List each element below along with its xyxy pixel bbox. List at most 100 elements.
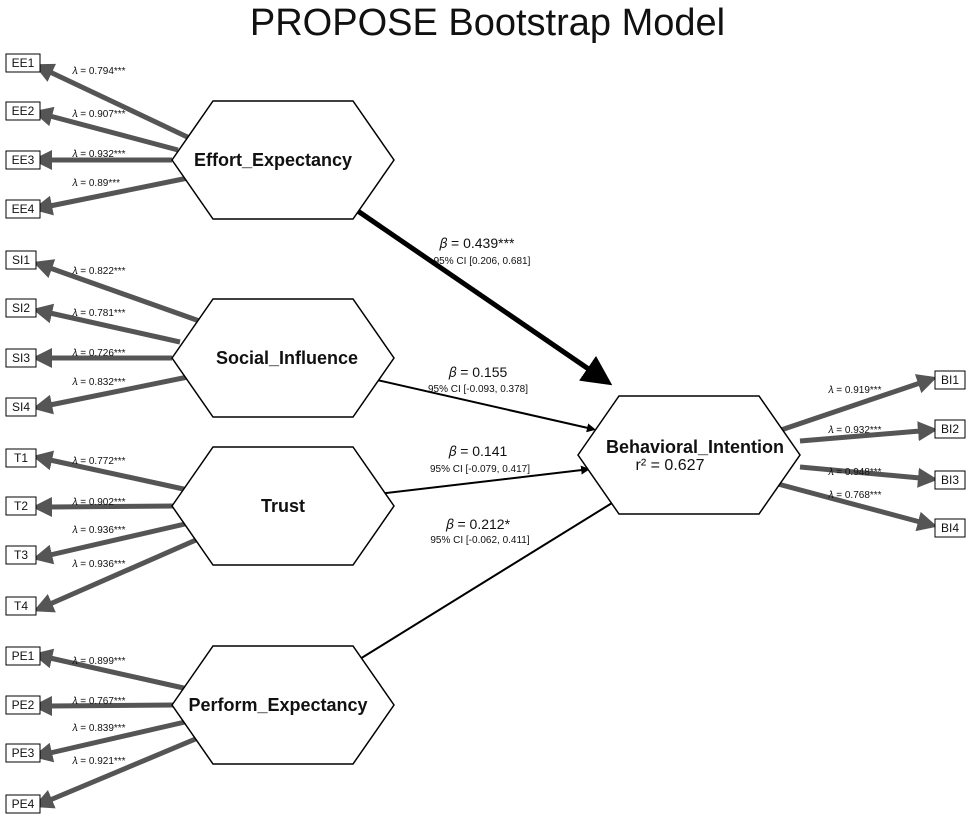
loading-arrow-si1 xyxy=(33,259,206,326)
hexagon-trust xyxy=(171,446,395,566)
indicator-label-si1: SI1 xyxy=(12,253,30,267)
path-arrow-t-bi xyxy=(377,465,591,495)
indicator-label-t3: T3 xyxy=(14,548,28,562)
loading-label-pe3: 𝜆 = 0.839*** xyxy=(72,723,126,734)
path-beta-si-bi: 𝛽 = 0.155 xyxy=(448,364,508,380)
indicator-box-ee4 xyxy=(5,199,41,219)
loading-label-si2: 𝜆 = 0.781*** xyxy=(72,308,126,319)
loading-label-t4: 𝜆 = 0.936*** xyxy=(72,559,126,570)
indicator-label-ee1: EE1 xyxy=(12,56,35,70)
loading-label-t3: 𝜆 = 0.936*** xyxy=(72,525,126,536)
loading-arrow-bi2 xyxy=(799,421,938,444)
indicator-box-si4 xyxy=(5,397,37,417)
construct-ee: Effort_Expectancy xyxy=(171,100,395,220)
hexagon-bi xyxy=(577,395,801,515)
indicator-label-t1: T1 xyxy=(14,451,28,465)
path-beta-pe-bi: 𝛽 = 0.212* xyxy=(445,516,511,532)
indicator-label-t2: T2 xyxy=(14,499,28,513)
indicator-label-pe3: PE3 xyxy=(12,746,35,760)
path-ci-pe-bi: 95% CI [-0.062, 0.411] xyxy=(430,535,530,546)
indicator-label-ee3: EE3 xyxy=(12,153,35,167)
loading-arrow-ee4 xyxy=(32,175,189,216)
indicator-label-bi1: BI1 xyxy=(941,373,959,387)
indicator-box-bi3 xyxy=(934,470,966,490)
path-arrow-ee-bi xyxy=(350,204,613,386)
loading-label-t2: 𝜆 = 0.902*** xyxy=(72,497,126,508)
ee-loadings: 𝜆 = 0.794*** 𝜆 = 0.907*** 𝜆 = 0.932*** 𝜆… xyxy=(32,63,202,216)
loading-label-t1: 𝜆 = 0.772*** xyxy=(72,456,126,467)
loading-label-si1: 𝜆 = 0.822*** xyxy=(72,266,126,277)
construct-label-bi: Behavioral_Intention xyxy=(606,437,784,457)
loading-label-pe1: 𝜆 = 0.899*** xyxy=(72,656,126,667)
path-beta-t-bi: 𝛽 = 0.141 xyxy=(448,443,508,459)
hexagon-ee xyxy=(171,100,395,220)
loading-arrow-pe2 xyxy=(32,695,176,716)
loading-label-bi4: 𝜆 = 0.768*** xyxy=(828,490,882,501)
construct-trust: Trust xyxy=(171,446,395,566)
indicator-box-bi4 xyxy=(934,518,966,538)
indicator-box-si3 xyxy=(5,348,37,368)
construct-label-pe: Perform_Expectancy xyxy=(188,695,367,715)
loading-label-pe2: 𝜆 = 0.767*** xyxy=(72,696,126,707)
t-loadings: 𝜆 = 0.772*** 𝜆 = 0.902*** 𝜆 = 0.936*** 𝜆… xyxy=(32,450,207,613)
loading-label-si3: 𝜆 = 0.726*** xyxy=(72,348,126,359)
indicator-label-si3: SI3 xyxy=(12,351,30,365)
loading-arrow-bi4 xyxy=(777,481,938,532)
loading-label-ee3: 𝜆 = 0.932*** xyxy=(72,149,126,160)
path-ci-si-bi: 95% CI [-0.093, 0.378] xyxy=(428,384,528,395)
indicator-label-si2: SI2 xyxy=(12,301,30,315)
path-arrow-si-bi xyxy=(376,379,596,433)
indicator-boxes-right: BI1 BI2 BI3 BI4 xyxy=(934,370,966,538)
indicator-box-bi2 xyxy=(934,419,966,439)
indicator-box-si1 xyxy=(5,250,37,270)
construct-label-si: Social_Influence xyxy=(216,348,358,368)
indicator-box-ee3 xyxy=(5,150,41,170)
indicator-box-pe2 xyxy=(5,695,41,715)
indicator-box-t1 xyxy=(5,448,37,468)
construct-label-ee: Effort_Expectancy xyxy=(194,150,352,170)
indicator-box-si2 xyxy=(5,298,37,318)
loading-arrow-pe1 xyxy=(32,648,189,692)
indicator-label-si4: SI4 xyxy=(12,400,30,414)
loading-arrow-si4 xyxy=(32,374,189,415)
indicator-box-t3 xyxy=(5,545,37,565)
indicator-boxes-left: EE1 EE2 EE3 EE4 SI1 SI2 SI3 SI4 T1 T2 T3… xyxy=(5,53,41,814)
construct-bi: Behavioral_Intention r² = 0.627 xyxy=(577,395,801,515)
loading-arrow-t1 xyxy=(32,450,189,493)
indicator-label-ee2: EE2 xyxy=(12,104,35,118)
indicator-label-pe2: PE2 xyxy=(12,698,35,712)
indicator-box-pe3 xyxy=(5,743,41,763)
loading-arrow-bi3 xyxy=(799,464,938,488)
loading-label-ee4: 𝜆 = 0.89*** xyxy=(72,178,120,189)
loading-label-pe4: 𝜆 = 0.921*** xyxy=(72,756,126,767)
loading-arrow-pe3 xyxy=(32,719,186,763)
loading-arrow-t2 xyxy=(32,496,176,517)
indicator-label-pe1: PE1 xyxy=(12,649,35,663)
loading-label-bi2: 𝜆 = 0.932*** xyxy=(828,425,882,436)
indicator-label-ee4: EE4 xyxy=(12,202,35,216)
indicator-label-t4: T4 xyxy=(14,599,28,613)
loading-arrow-t3 xyxy=(32,521,186,565)
indicator-box-pe4 xyxy=(5,794,41,814)
construct-pe: Perform_Expectancy xyxy=(171,645,395,765)
hexagon-pe xyxy=(171,645,395,765)
loading-arrow-pe4 xyxy=(33,732,206,809)
path-ci-ee-bi: 95% CI [0.206, 0.681] xyxy=(434,256,531,267)
construct-si: Social_Influence xyxy=(171,298,395,418)
loading-arrow-t4 xyxy=(33,533,207,613)
loading-label-si4: 𝜆 = 0.832*** xyxy=(72,377,126,388)
loading-arrow-ee1 xyxy=(33,63,202,146)
hexagon-si xyxy=(171,298,395,418)
path-ci-t-bi: 95% CI [-0.079, 0.417] xyxy=(430,464,530,475)
indicator-box-t4 xyxy=(5,596,37,616)
loading-label-bi3: 𝜆 = 0.948*** xyxy=(828,467,882,478)
indicator-label-bi2: BI2 xyxy=(941,422,959,436)
loading-arrow-bi1 xyxy=(777,374,938,434)
path-beta-ee-bi: 𝛽 = 0.439*** xyxy=(439,235,516,251)
indicator-box-ee1 xyxy=(5,53,41,73)
indicator-label-pe4: PE4 xyxy=(12,797,35,811)
si-loadings: 𝜆 = 0.822*** 𝜆 = 0.781*** 𝜆 = 0.726*** 𝜆… xyxy=(32,259,206,415)
loading-arrow-ee2 xyxy=(32,106,179,153)
construct-label-trust: Trust xyxy=(261,496,305,516)
